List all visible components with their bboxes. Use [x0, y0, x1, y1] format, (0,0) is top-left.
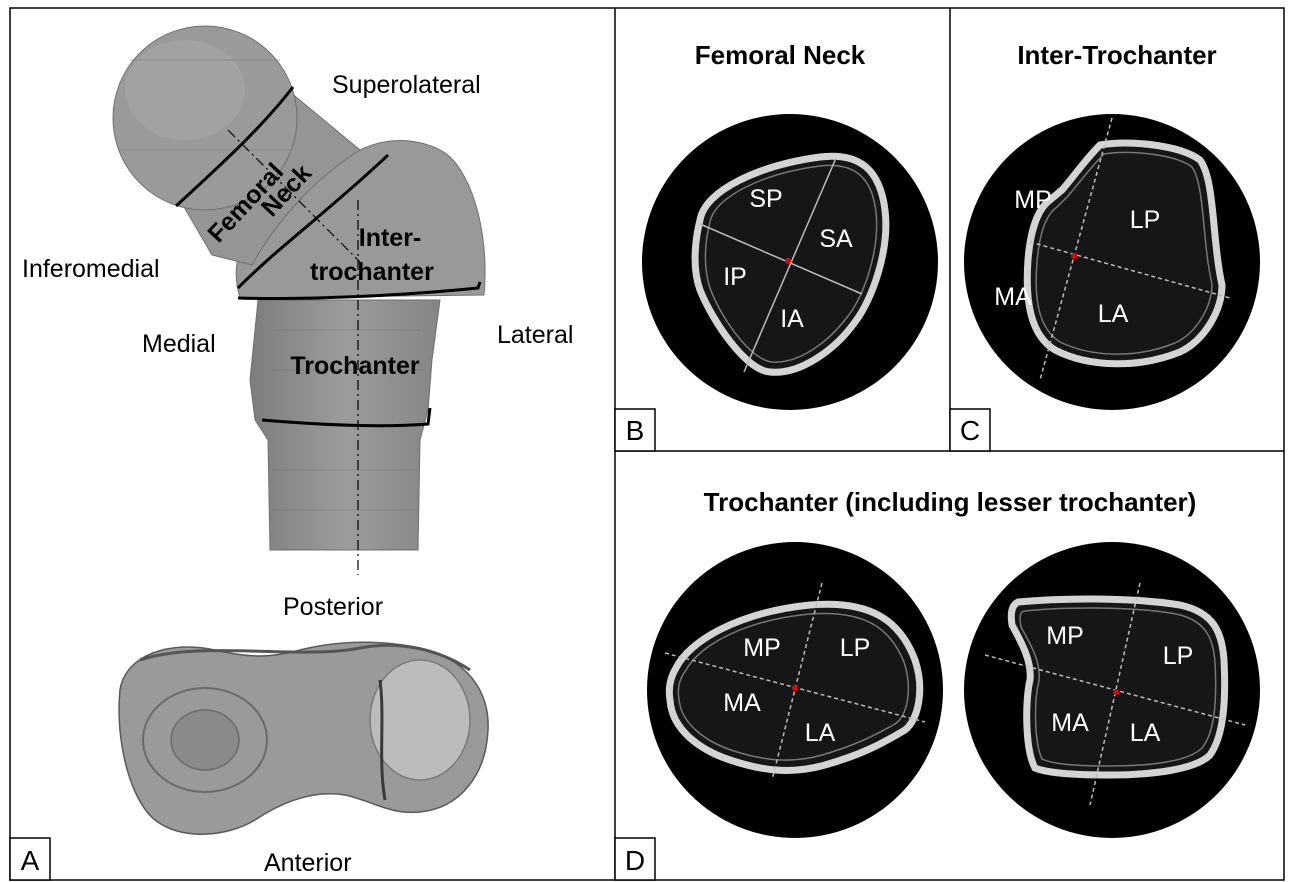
label-posterior: Posterior	[283, 593, 383, 621]
quadrant-ma-d-left: MA	[723, 689, 761, 717]
quadrant-lp-c: LP	[1130, 206, 1161, 234]
panel-letter-a: A	[21, 845, 40, 876]
panel-d-title: Trochanter (including lesser trochanter)	[704, 487, 1197, 517]
center-marker-d-left	[792, 685, 798, 691]
quadrant-la-d-right: LA	[1130, 719, 1161, 747]
panel-d: Trochanter (including lesser trochanter)…	[615, 487, 1260, 880]
quadrant-ma-d-right: MA	[1051, 709, 1089, 737]
panel-letter-b: B	[626, 415, 645, 446]
bone-section-d-right	[1011, 599, 1224, 775]
panel-c-title: Inter-Trochanter	[1017, 40, 1216, 70]
cross-section-right-lobe	[370, 660, 470, 780]
femoral-head-highlight	[125, 40, 245, 140]
panel-b: Femoral Neck SP SA IP IA B	[615, 40, 938, 451]
quadrant-la-d-left: LA	[805, 719, 836, 747]
cross-section-left-inner	[171, 710, 239, 770]
label-anterior: Anterior	[264, 849, 352, 877]
femur-rendering	[113, 26, 485, 575]
center-marker-c	[1071, 253, 1077, 259]
cross-section-rendering	[119, 642, 488, 834]
center-marker-d-right	[1113, 689, 1119, 695]
quadrant-ma-c: MA	[994, 283, 1032, 311]
quadrant-mp-d-left: MP	[743, 634, 781, 662]
label-superolateral: Superolateral	[332, 71, 481, 99]
quadrant-ia-b: IA	[780, 305, 804, 333]
quadrant-la-c: LA	[1098, 300, 1129, 328]
label-inferomedial: Inferomedial	[22, 255, 160, 283]
quadrant-lp-d-left: LP	[840, 634, 871, 662]
quadrant-sp-b: SP	[749, 185, 782, 213]
panel-letter-c: C	[960, 415, 980, 446]
label-medial: Medial	[142, 330, 216, 358]
panel-c: Inter-Trochanter MP LP MA LA C	[950, 40, 1260, 451]
panel-a: Femoral Neck Inter- trochanter Trochante…	[10, 26, 573, 880]
region-label-inter: Inter-	[359, 224, 422, 252]
region-label-trochanter-low: trochanter	[310, 258, 434, 286]
quadrant-mp-c: MP	[1014, 186, 1052, 214]
quadrant-sa-b: SA	[819, 225, 853, 253]
panel-b-title: Femoral Neck	[695, 40, 866, 70]
quadrant-ip-b: IP	[723, 263, 747, 291]
panel-letter-d: D	[625, 845, 645, 876]
quadrant-lp-d-right: LP	[1163, 642, 1194, 670]
quadrant-mp-d-right: MP	[1046, 622, 1084, 650]
label-lateral: Lateral	[497, 321, 573, 349]
center-marker-b	[785, 258, 791, 264]
region-label-trochanter: Trochanter	[290, 352, 419, 380]
